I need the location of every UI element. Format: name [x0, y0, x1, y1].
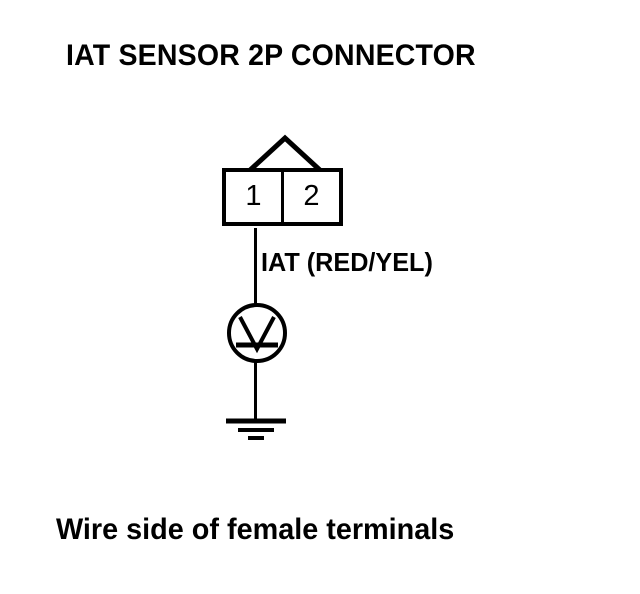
wire-segment-voltmeter-to-ground	[254, 361, 257, 422]
wire-label: IAT (RED/YEL)	[261, 247, 433, 277]
connector-assembly: 1 2	[218, 132, 350, 234]
terminal-2-label: 2	[303, 179, 320, 212]
connector-terminal-1: 1	[226, 172, 281, 222]
voltmeter-icon	[227, 303, 287, 363]
wire-segment-connector-to-voltmeter	[254, 228, 257, 306]
terminal-1-label: 1	[245, 179, 262, 212]
diagram-caption: Wire side of female terminals	[56, 513, 455, 546]
page-title: IAT SENSOR 2P CONNECTOR	[66, 39, 476, 72]
connector-lock-tab-icon	[246, 134, 324, 174]
connector-housing: 1 2	[222, 168, 343, 226]
ground-icon	[226, 418, 286, 440]
connector-terminal-2: 2	[281, 172, 339, 222]
